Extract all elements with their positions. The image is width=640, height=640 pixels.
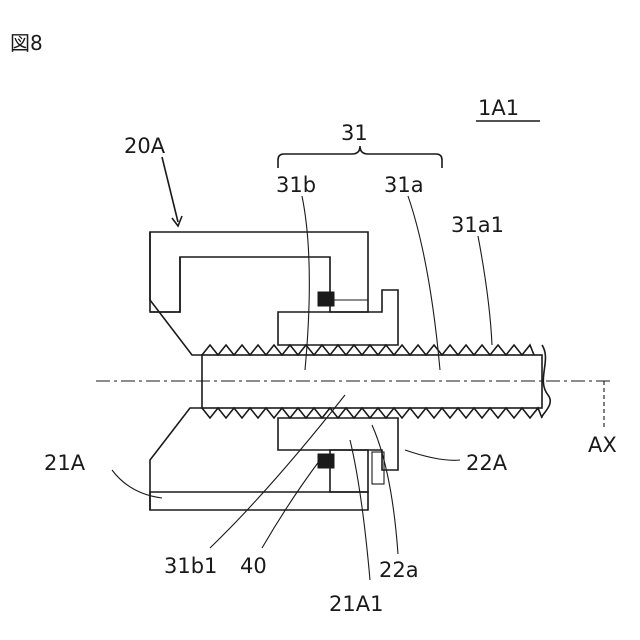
- figure-label: 図8: [10, 31, 43, 55]
- label-31b: 31b: [276, 173, 316, 197]
- label-31: 31: [341, 121, 368, 145]
- label-22A: 22A: [466, 451, 508, 475]
- leader-lines: [112, 157, 492, 580]
- label-31b1: 31b1: [164, 554, 217, 578]
- housing-20A-upper: [150, 232, 398, 355]
- brace-31: [278, 146, 442, 168]
- label-21A1: 21A1: [329, 592, 383, 616]
- label-31a: 31a: [384, 173, 424, 197]
- embodiment-label: 1A1: [478, 96, 519, 120]
- label-AX: AX: [588, 433, 617, 457]
- label-20A: 20A: [124, 134, 166, 158]
- housing-21A-lower: [150, 408, 398, 510]
- label-21A: 21A: [44, 451, 86, 475]
- label-40: 40: [240, 554, 267, 578]
- label-31a1: 31a1: [451, 213, 504, 237]
- label-22a: 22a: [379, 558, 419, 582]
